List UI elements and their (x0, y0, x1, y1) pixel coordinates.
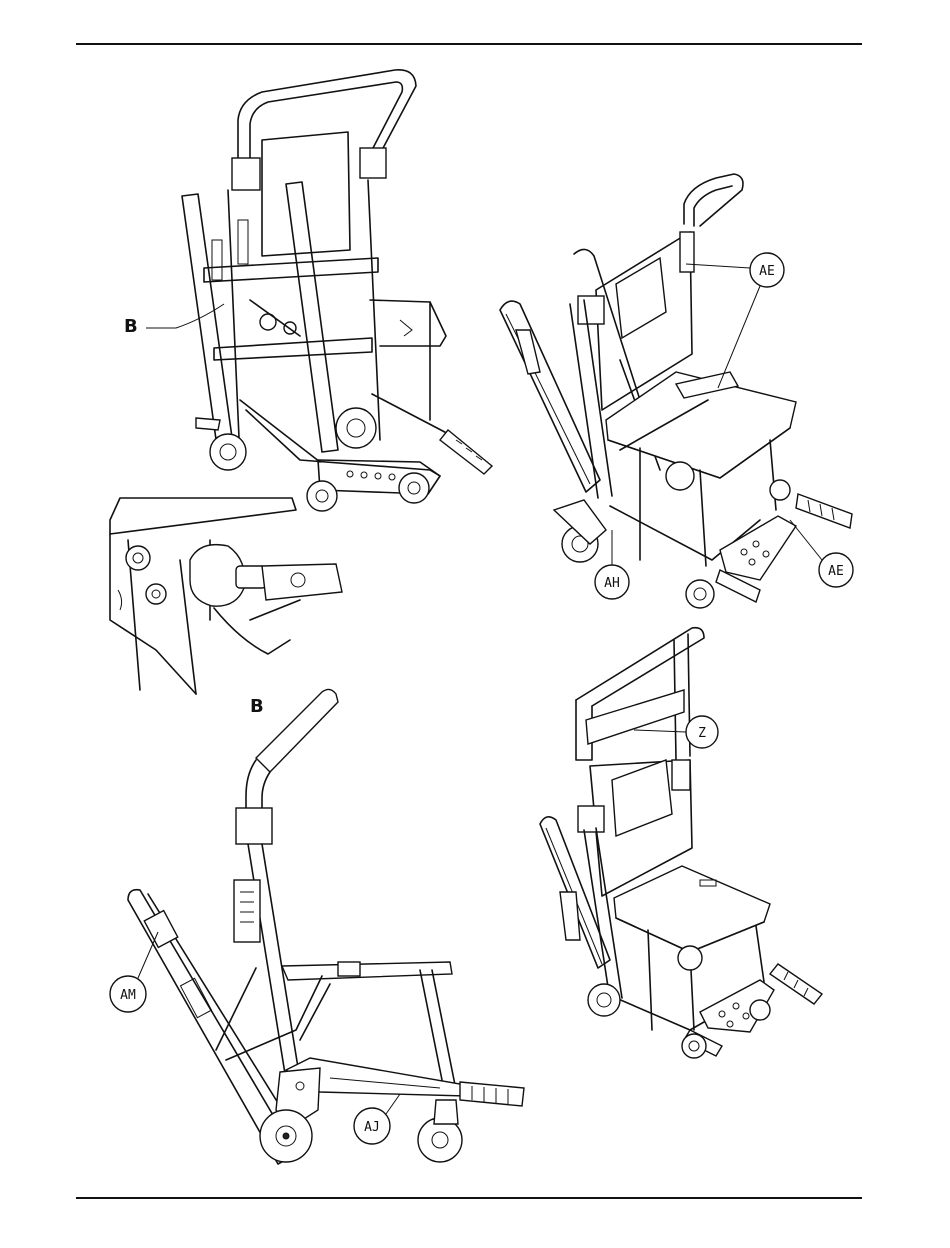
svg-text:B: B (124, 316, 138, 337)
svg-text:B: B (250, 696, 264, 717)
wheel-front-right (399, 473, 429, 503)
callout-ah: AH (595, 530, 629, 599)
svg-text:Z: Z (698, 726, 706, 741)
seat-bottom-right (614, 866, 770, 952)
wheel-br-front (682, 1034, 706, 1058)
svg-text:AM: AM (120, 988, 136, 1003)
foot-handle-rear (440, 430, 492, 474)
wheel-rear-right (336, 408, 376, 448)
figure-detail-b (110, 498, 342, 694)
svg-text:AE: AE (759, 264, 775, 279)
callout-am: AM (110, 932, 158, 1012)
footplate-top-right (720, 516, 796, 580)
extended-handle-bar (586, 690, 684, 744)
callout-b-detail: B (250, 696, 264, 717)
track-left (500, 301, 600, 492)
rear-hinge-right (360, 148, 386, 178)
figure-rear-view (182, 70, 492, 511)
wheel-tr-front (686, 580, 714, 608)
figure-front-track-view (500, 174, 852, 608)
callout-b-top: B (124, 304, 224, 337)
svg-text:AH: AH (604, 576, 620, 591)
figure-extended-handle-view (540, 628, 822, 1058)
side-track-latch (234, 880, 260, 942)
side-handle-grip (256, 689, 338, 772)
callout-ae-bottom: AE (790, 520, 853, 587)
backrest-pad (616, 258, 666, 338)
backrest-bottom-right (612, 760, 672, 836)
pivot-bracket (262, 564, 342, 600)
side-hinge-top (236, 808, 272, 844)
callout-aj: AJ (354, 1094, 400, 1144)
callout-ae-top: AE (686, 253, 784, 388)
rear-hinge-left (232, 158, 260, 190)
svg-text:AE: AE (828, 564, 844, 579)
svg-text:AJ: AJ (364, 1120, 380, 1135)
handle-top-right-a (796, 494, 852, 528)
wheel-front-left (307, 481, 337, 511)
side-seat (282, 962, 452, 980)
wheel-rear-left (210, 434, 246, 470)
figure-side-view (128, 689, 524, 1164)
side-foot-handle (460, 1082, 524, 1106)
wheel-br-rear (588, 984, 620, 1016)
